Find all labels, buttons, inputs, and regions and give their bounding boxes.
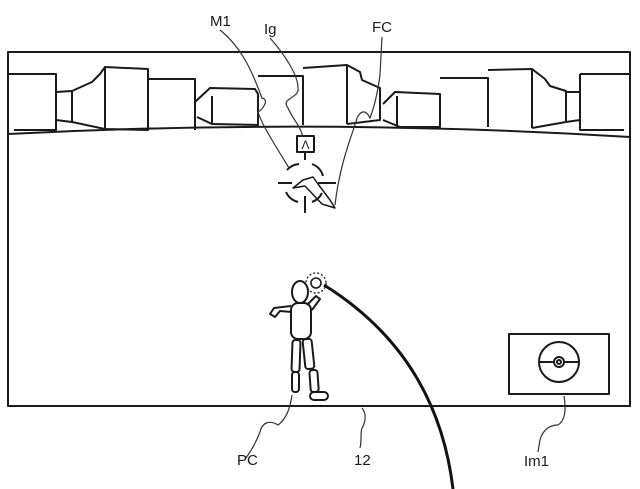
leader-lines — [219, 29, 566, 459]
menu-marker-box[interactable]: Λ — [296, 135, 315, 160]
label-12: 12 — [354, 452, 371, 469]
display-screen-frame — [7, 51, 631, 407]
label-pc: PC — [237, 452, 258, 469]
crosshair-icon — [278, 163, 336, 213]
building-skyline — [7, 64, 631, 138]
player-character — [269, 272, 329, 401]
label-fc: FC — [372, 19, 392, 36]
ball-icon — [538, 341, 580, 383]
item-image-panel[interactable] — [508, 333, 610, 395]
caret-up-icon: Λ — [301, 138, 309, 152]
trajectory-line — [323, 283, 455, 489]
label-ig: Ig — [264, 21, 277, 38]
label-m1: M1 — [210, 13, 231, 30]
label-im1: Im1 — [524, 453, 549, 470]
